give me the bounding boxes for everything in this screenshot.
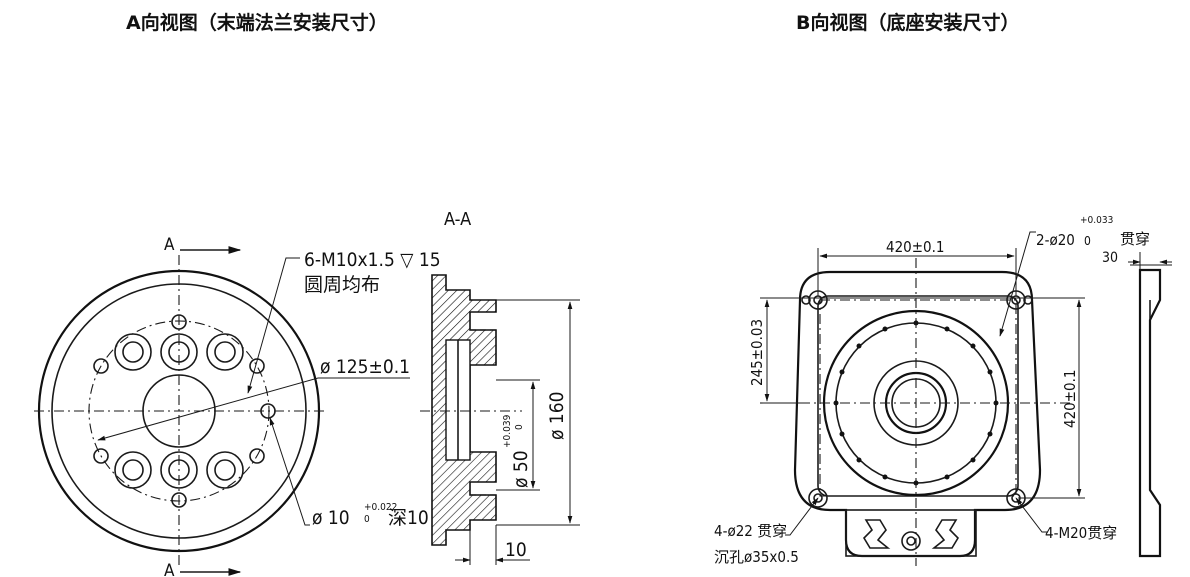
thickness-10: 10	[505, 539, 527, 561]
depth-30: 30	[1102, 250, 1118, 266]
base-outline	[793, 270, 1042, 558]
mount-holes-note: 4-ø22 贯穿	[714, 522, 787, 540]
thread-holes	[93, 314, 276, 508]
thread-note: 6-M10x1.5 ▽ 15	[304, 249, 441, 271]
dia-50-main: ø 50	[510, 450, 532, 488]
pin-tol-lower: 0	[364, 514, 370, 525]
pcd-label: ø 125±0.1	[320, 356, 410, 378]
height-dim: 420±0.1	[1061, 369, 1079, 428]
base-side-view	[1128, 252, 1172, 558]
dia-50-tol-lower: 0	[514, 424, 525, 430]
pin-hole-main: 2-ø20	[1036, 231, 1075, 249]
view-a-title: A向视图（末端法兰安装尺寸）	[126, 12, 388, 34]
section-title: A-A	[444, 209, 471, 230]
upper-counterbores	[114, 333, 244, 371]
thread-note-2: 圆周均布	[304, 274, 380, 296]
pin-depth: 深10	[388, 507, 429, 529]
pin-tol-upper: +0.022	[364, 502, 397, 513]
pin-hole-tol-lower: 0	[1084, 234, 1091, 248]
dia-160: ø 160	[546, 391, 568, 440]
pin-label-main: ø 10	[312, 507, 350, 529]
dia-50-tol-upper: +0.039	[502, 414, 513, 448]
section-a-a-view: A-A ø 160 ø 50 +0.039 0 10	[420, 209, 580, 565]
view-b-title: B向视图（底座安装尺寸）	[796, 12, 1020, 34]
width-dim: 420±0.1	[886, 238, 945, 256]
base-view: 420±0.1 420±0.1 245±0.03 2-ø20 +0.033 0 …	[714, 215, 1150, 566]
lower-counterbores	[114, 451, 244, 489]
pin-hole-tol-upper: +0.033	[1080, 215, 1113, 226]
offset-dim: 245±0.03	[748, 319, 766, 386]
counterbore-note: 沉孔ø35x0.5	[714, 548, 799, 566]
cable-block	[845, 509, 977, 557]
flange-front-view: A A 6-M10x1.5 ▽ 15 圆周均布 ø 125±0.1 ø 10 +…	[34, 235, 441, 577]
section-marker-top: A	[164, 235, 175, 255]
thread-holes-note: 4-M20贯穿	[1045, 524, 1117, 542]
pin-through: 贯穿	[1120, 230, 1150, 248]
section-marker-bottom: A	[164, 561, 175, 577]
